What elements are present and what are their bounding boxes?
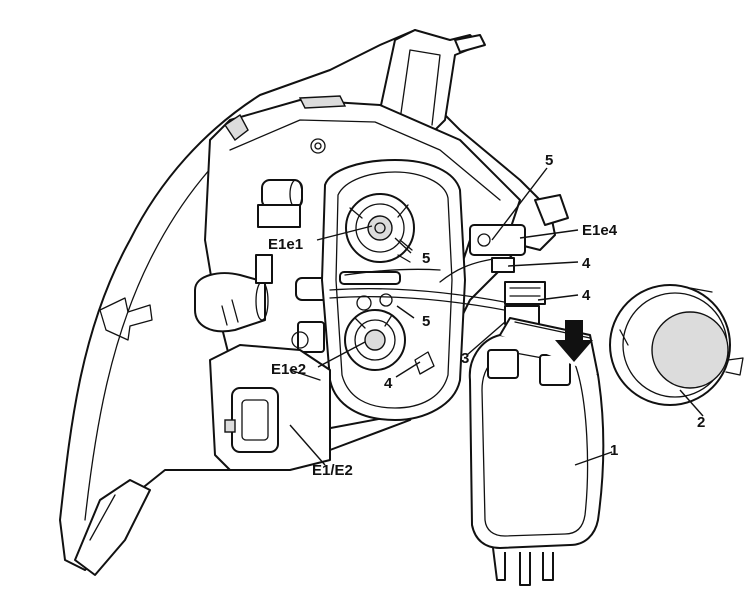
label-4-lower: 4 bbox=[384, 375, 393, 392]
part-2-round-cap bbox=[609, 284, 744, 406]
callout-labels: E1e1 5 5 E1e4 4 4 5 E1e2 4 3 E1/E2 1 2 bbox=[268, 152, 705, 479]
part-1-cover bbox=[468, 317, 605, 586]
label-5-lower: 5 bbox=[422, 313, 430, 330]
bulb-e1e2 bbox=[344, 293, 406, 371]
bulb-e1e1 bbox=[345, 193, 415, 263]
label-e1-e2: E1/E2 bbox=[312, 462, 353, 479]
label-5-upper: 5 bbox=[422, 250, 430, 267]
label-3: 3 bbox=[461, 350, 469, 367]
label-5-top: 5 bbox=[545, 152, 553, 169]
label-e1e4: E1e4 bbox=[582, 222, 618, 239]
label-e1e1: E1e1 bbox=[268, 236, 303, 253]
label-1: 1 bbox=[610, 442, 618, 459]
label-2: 2 bbox=[697, 414, 705, 431]
label-4-middle: 4 bbox=[582, 287, 591, 304]
label-e1e2: E1e2 bbox=[271, 361, 306, 378]
left-components bbox=[194, 179, 346, 353]
label-4-upper: 4 bbox=[582, 255, 591, 272]
mounting-bracket bbox=[379, 29, 486, 136]
reflector-assembly bbox=[321, 159, 466, 421]
down-arrow-icon bbox=[555, 320, 593, 362]
leader-lines bbox=[289, 167, 704, 466]
main-connector-block bbox=[209, 331, 331, 471]
